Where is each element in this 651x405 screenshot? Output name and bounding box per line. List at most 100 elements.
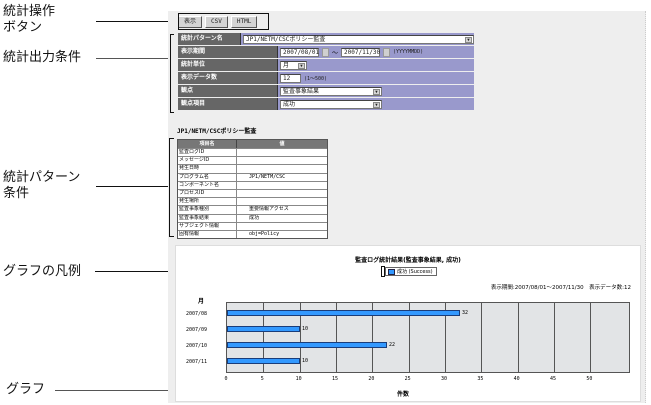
table-row: コンポーネント名 bbox=[178, 180, 327, 189]
gridline bbox=[554, 303, 555, 372]
row-key: 発生場所 bbox=[178, 198, 237, 206]
chart-plot-area: 32 10 22 10 bbox=[226, 302, 630, 373]
gridline bbox=[590, 303, 592, 372]
toolbar-highlight-box bbox=[178, 13, 269, 30]
table-row: 固有情報 obj=Policy bbox=[178, 229, 327, 239]
chart-legend: 成功 (Success) bbox=[385, 267, 437, 276]
x-tick-label: 50 bbox=[586, 376, 593, 382]
table-row: メッセージID bbox=[178, 156, 327, 165]
row-value bbox=[237, 198, 327, 205]
select-value: JP1/NETM/CSCポリシー監査 bbox=[246, 35, 326, 43]
row-key: プログラム名 bbox=[178, 173, 237, 181]
row-value bbox=[237, 165, 327, 172]
x-axis-title: 件数 bbox=[397, 391, 410, 398]
viewpoint-label: 観点 bbox=[178, 85, 278, 97]
select-value: 監査事象結果 bbox=[283, 87, 320, 95]
row-key: 監査事象種別 bbox=[178, 206, 237, 214]
callout-graph-legend: グラフの凡例 bbox=[3, 264, 82, 279]
pattern-title: JP1/NETM/CSCポリシー監査 bbox=[177, 128, 257, 135]
csv-button[interactable]: CSV bbox=[205, 15, 228, 28]
table-header: 項目名 値 bbox=[178, 140, 327, 148]
callout-text: 統計操作 bbox=[3, 4, 56, 19]
cond-value-cell: 12 (1～500) bbox=[278, 72, 474, 84]
chevron-down-icon: ▼ bbox=[465, 36, 472, 43]
x-tick-label: 15 bbox=[331, 376, 339, 382]
unit-select[interactable]: 月 ▼ bbox=[280, 60, 307, 70]
bar-2007-08 bbox=[227, 310, 460, 316]
x-tick-label: 35 bbox=[477, 376, 484, 382]
row-value: 重要情報アクセス bbox=[249, 206, 289, 213]
x-tick-label: 30 bbox=[440, 376, 448, 382]
cond-value-cell: JP1/NETM/CSCポリシー監査 ▼ bbox=[241, 33, 474, 45]
chart-panel: 監査ログ統計結果(監査事象結果, 成功) 成功 (Success) 表示期間:2… bbox=[175, 245, 641, 402]
callout-text: 統計パターン bbox=[3, 170, 81, 185]
pattern-conditions-table: 項目名 値 監査ログID メッセージID 発生日時 プログラム名 JP1/NETM… bbox=[177, 139, 328, 240]
row-value bbox=[237, 182, 327, 189]
html-button[interactable]: HTML bbox=[230, 15, 258, 28]
cond-value-cell: 2007/08/01 ～ 2007/11/30 (YYYYMMDD) bbox=[278, 46, 474, 58]
chevron-down-icon: ▼ bbox=[298, 62, 305, 69]
x-tick-label: 10 bbox=[295, 376, 302, 382]
row-key: 監査ログID bbox=[178, 149, 237, 157]
row-value: obj=Policy bbox=[249, 230, 280, 237]
pattern-name-select[interactable]: JP1/NETM/CSCポリシー監査 ▼ bbox=[243, 34, 474, 44]
conditions-bracket bbox=[170, 34, 174, 113]
cond-row-period: 表示期間 2007/08/01 ～ 2007/11/30 (YYYYMMDD) bbox=[178, 46, 474, 58]
x-tick-label: 20 bbox=[368, 376, 375, 382]
pattern-name-label: 統計パターン名 bbox=[178, 33, 241, 45]
row-value bbox=[237, 157, 327, 164]
gridline bbox=[263, 303, 265, 372]
row-key: 固有情報 bbox=[178, 230, 237, 239]
viewpoint-item-select[interactable]: 成功 ▼ bbox=[280, 99, 382, 109]
display-button[interactable]: 表示 bbox=[178, 15, 203, 28]
period-separator: ～ bbox=[332, 49, 339, 57]
count-range-hint: (1～500) bbox=[304, 75, 328, 82]
x-tick-label: 25 bbox=[404, 376, 411, 382]
bar-2007-09 bbox=[227, 326, 300, 332]
bar-value-label: 32 bbox=[462, 310, 469, 316]
callout-text: 条件 bbox=[3, 186, 30, 201]
row-value bbox=[237, 223, 327, 230]
gridline bbox=[372, 303, 374, 372]
table-row: プロセスID bbox=[178, 188, 327, 198]
bar-value-label: 10 bbox=[302, 358, 309, 364]
row-key: プロセスID bbox=[178, 189, 237, 198]
header-item-name: 項目名 bbox=[178, 140, 237, 148]
legend-callout-marker bbox=[381, 266, 385, 277]
table-row: 監査事象種別 重要情報アクセス bbox=[178, 205, 327, 214]
count-label: 表示データ数 bbox=[178, 72, 278, 84]
callout-text: ボタン bbox=[3, 20, 43, 35]
period-label: 表示期間 bbox=[178, 46, 278, 58]
legend-label: 成功 (Success) bbox=[397, 269, 433, 275]
y-axis-title: 月 bbox=[198, 298, 205, 305]
cond-value-cell: 監査事象結果 ▼ bbox=[278, 85, 474, 97]
row-key: 監査事象結果 bbox=[178, 214, 237, 222]
cond-value-cell: 月 ▼ bbox=[278, 59, 474, 71]
gridline bbox=[336, 303, 337, 372]
period-from-input[interactable]: 2007/08/01 bbox=[280, 47, 319, 57]
gridline bbox=[517, 303, 519, 372]
count-input[interactable]: 12 bbox=[280, 73, 301, 83]
callout-pattern-conditions: 統計パターン 条件 bbox=[3, 170, 80, 202]
row-value bbox=[237, 190, 327, 197]
calendar-to-button[interactable] bbox=[383, 47, 391, 57]
bar-2007-11 bbox=[227, 358, 300, 364]
gridline bbox=[408, 303, 410, 372]
output-conditions-form: 統計パターン名 JP1/NETM/CSCポリシー監査 ▼ 表示期間 2007/0… bbox=[178, 33, 474, 111]
gridline bbox=[299, 303, 301, 372]
callout-line bbox=[55, 390, 243, 391]
calendar-from-button[interactable] bbox=[322, 47, 329, 57]
cond-row-unit: 統計単位 月 ▼ bbox=[178, 59, 474, 71]
viewpoint-select[interactable]: 監査事象結果 ▼ bbox=[280, 86, 382, 96]
table-row: 発生場所 bbox=[178, 197, 327, 206]
chevron-down-icon: ▼ bbox=[373, 88, 380, 95]
select-value: 成功 bbox=[283, 100, 296, 108]
callout-line bbox=[96, 58, 170, 59]
bar-value-label: 22 bbox=[389, 342, 396, 348]
table-row: 発生日時 bbox=[178, 164, 327, 173]
row-value: JP1/NETM/CSC bbox=[249, 173, 286, 180]
period-to-input[interactable]: 2007/11/30 bbox=[341, 47, 380, 57]
chart-title: 監査ログ統計結果(監査事象結果, 成功) bbox=[355, 257, 461, 264]
row-key: メッセージID bbox=[178, 157, 237, 165]
callout-toolbar-buttons: 統計操作 ボタン bbox=[3, 4, 55, 36]
